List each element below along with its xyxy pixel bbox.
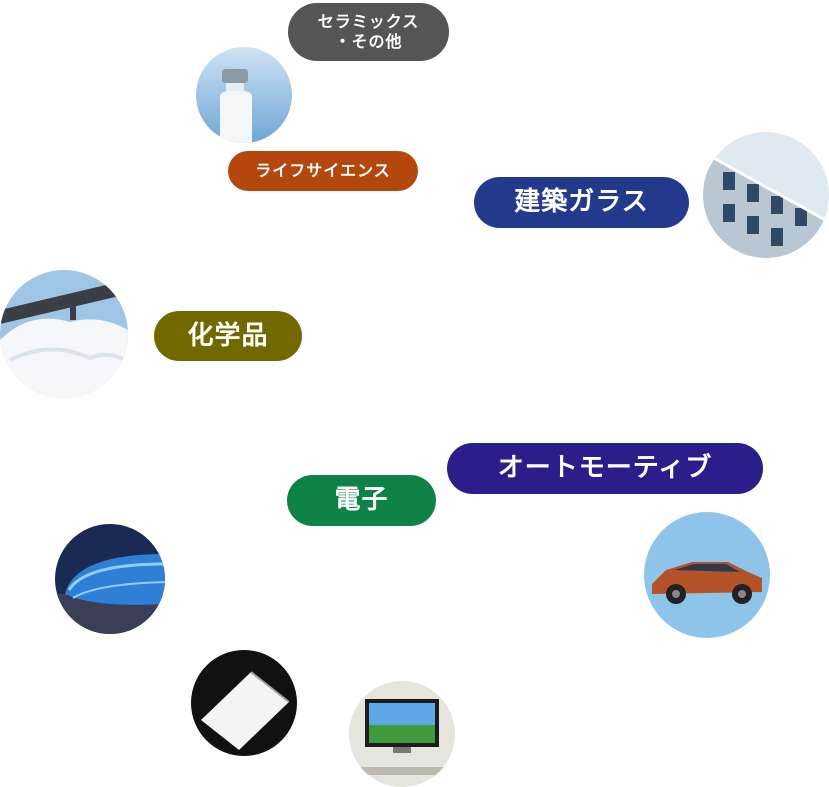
glass-panel-photo-icon[interactable] [191, 650, 297, 756]
life-science-label: ライフサイエンス [255, 161, 391, 180]
architectural-glass-category-button[interactable]: 建築ガラス [474, 177, 689, 228]
ceramics-category-button[interactable]: セラミックス ・その他 [288, 3, 449, 61]
chemicals-category-button[interactable]: 化学品 [154, 311, 302, 361]
building-facade-photo-icon[interactable] [703, 132, 829, 258]
suv-car-photo-icon[interactable] [644, 512, 770, 638]
life-science-category-button[interactable]: ライフサイエンス [228, 151, 418, 191]
electronics-category-button[interactable]: 電子 [287, 475, 436, 526]
ceramics-label-line1: セラミックス [317, 12, 420, 31]
automotive-label: オートモーティブ [497, 453, 713, 484]
chemical-salt-photo-icon[interactable] [0, 270, 128, 398]
electronics-label: 電子 [334, 485, 389, 516]
stadium-photo-icon[interactable] [55, 524, 165, 634]
ceramics-label-line2: ・その他 [334, 32, 403, 51]
automotive-category-button[interactable]: オートモーティブ [447, 443, 763, 494]
architectural-glass-label: 建築ガラス [514, 187, 649, 218]
chemicals-label: 化学品 [187, 320, 269, 351]
vial-photo-icon[interactable] [196, 47, 292, 143]
tv-display-photo-icon[interactable] [349, 681, 455, 787]
